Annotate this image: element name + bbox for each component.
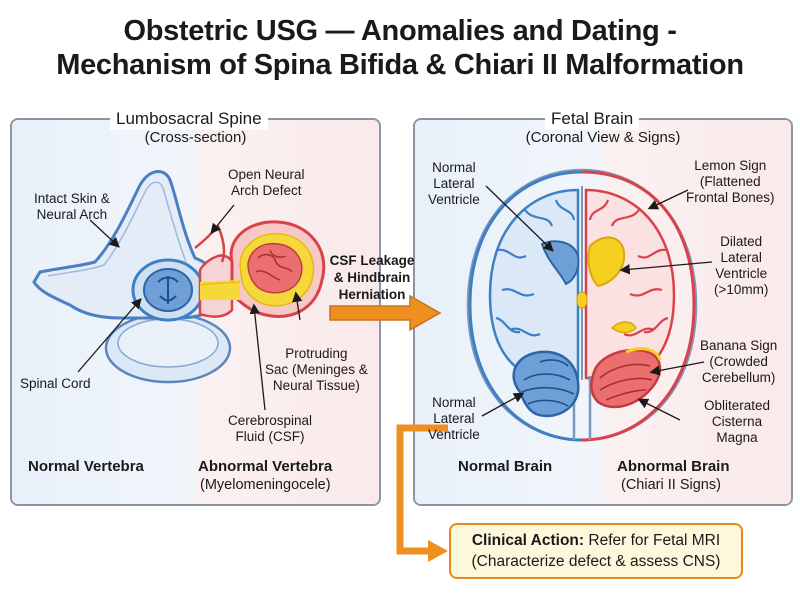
- label-open-arch: Open Neural Arch Defect: [228, 167, 305, 198]
- label-normal-ventricle-bottom: Normal Lateral Ventricle: [428, 395, 480, 442]
- abnormal-brain-subcaption: (Chiari II Signs): [621, 477, 721, 493]
- csf-leakage-label: CSF Leakage & Hindbrain Herniation: [329, 253, 415, 302]
- clinical-action-line-2: (Characterize defect & assess CNS): [471, 553, 721, 570]
- brain-panel-subtitle: (Coronal View & Signs): [525, 129, 681, 146]
- neural-tissue: [247, 242, 303, 294]
- label-csf: Cerebrospinal Fluid (CSF): [228, 413, 313, 444]
- spine-panel-subtitle: (Cross-section): [144, 129, 247, 146]
- abnormal-vertebra-subcaption: (Myelomeningocele): [200, 477, 331, 493]
- label-spinal-cord: Spinal Cord: [20, 376, 91, 391]
- brain-panel-title: Fetal Brain: [545, 108, 640, 130]
- abnormal-vertebra-caption: Abnormal Vertebra: [198, 458, 333, 475]
- normal-vertebra-caption: Normal Vertebra: [28, 458, 144, 475]
- label-intact-skin: Intact Skin & Neural Arch: [34, 191, 110, 222]
- clinical-action-line-1: Clinical Action: Refer for Fetal MRI: [451, 530, 741, 551]
- clinical-connector-arrow: [396, 424, 448, 562]
- normal-hemisphere: [488, 188, 580, 380]
- normal-lateral-ventricle: [540, 240, 580, 286]
- dilated-lateral-ventricle: [587, 236, 626, 288]
- abnormal-brain-caption: Abnormal Brain: [617, 458, 730, 475]
- normal-brain-caption: Normal Brain: [458, 458, 553, 475]
- clinical-action-text: Refer for Fetal MRI: [584, 532, 721, 549]
- label-obliterated-cisterna: Obliterated Cisterna Magna: [704, 398, 771, 445]
- label-banana-sign: Banana Sign (Crowded Cerebellum): [700, 338, 778, 385]
- vertebral-body-inner: [117, 318, 219, 368]
- title-line-2: Mechanism of Spina Bifida & Chiari II Ma…: [56, 49, 744, 81]
- label-dilated-ventricle: Dilated Lateral Ventricle (>10mm): [714, 234, 769, 297]
- title-line-1: Obstetric USG — Anomalies and Dating -: [123, 15, 677, 47]
- label-protruding-sac: Protruding Sac (Meninges & Neural Tissue…: [265, 346, 368, 393]
- label-normal-ventricle-top: Normal Lateral Ventricle: [428, 160, 480, 207]
- clinical-action-box: Clinical Action: Refer for Fetal MRI (Ch…: [449, 523, 743, 579]
- brain-illustration: [466, 168, 698, 442]
- normal-cerebellum: [512, 350, 580, 418]
- page-title: Obstetric USG — Anomalies and Dating - M…: [0, 14, 800, 82]
- brain-leader-lines: [481, 185, 713, 421]
- label-lemon-sign: Lemon Sign (Flattened Frontal Bones): [686, 158, 775, 205]
- spine-panel-title: Lumbosacral Spine: [110, 108, 268, 130]
- spine-leader-lines: [77, 204, 303, 411]
- clinical-action-heading: Clinical Action:: [471, 532, 585, 549]
- csf-leakage-arrow: [329, 294, 442, 332]
